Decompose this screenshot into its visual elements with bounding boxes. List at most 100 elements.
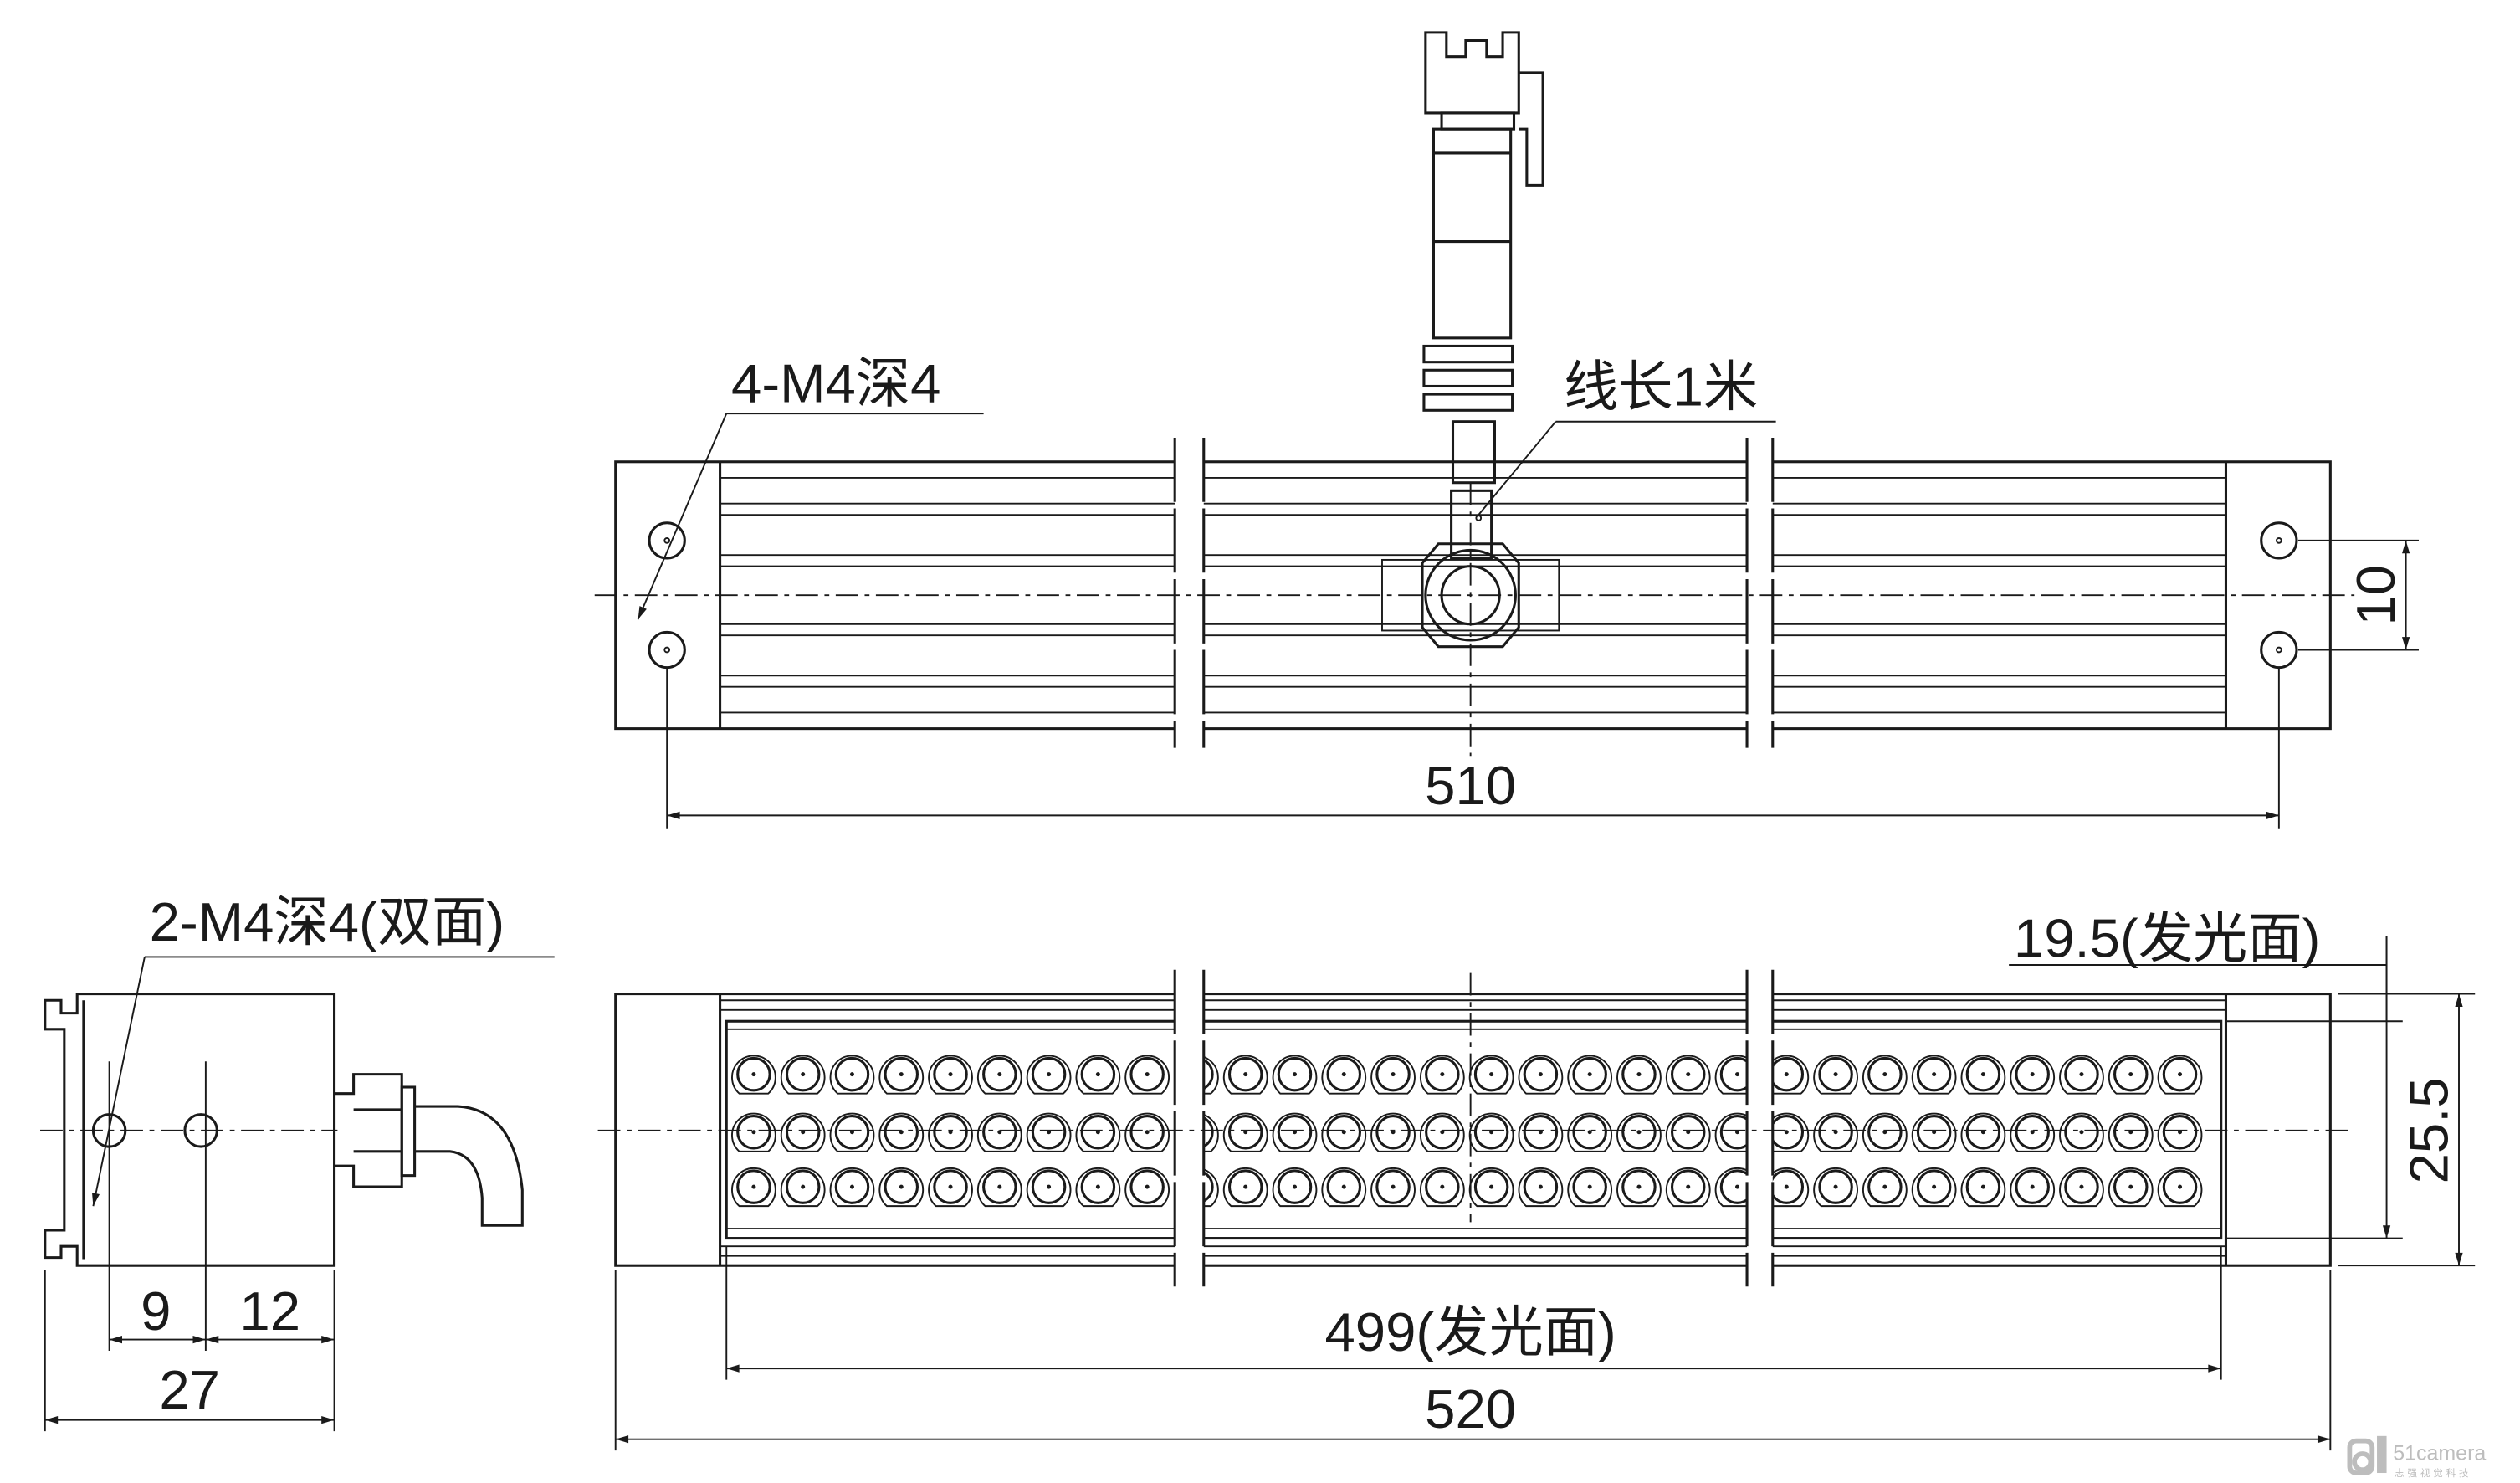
led (2010, 1167, 2056, 1208)
led (2059, 1167, 2104, 1208)
led (1075, 1112, 1121, 1152)
front-view: 499(发光面) 520 25.5 19.5(发光面) (597, 907, 2476, 1451)
watermark-logo: 51camera 志强视觉科技 (2347, 1435, 2486, 1479)
led (878, 1055, 925, 1095)
led (1075, 1167, 1121, 1208)
led (1321, 1055, 1367, 1095)
led (1813, 1112, 1858, 1152)
watermark-brand: 51camera (2393, 1442, 2486, 1465)
led (1960, 1167, 2006, 1208)
dim-9-label: 9 (141, 1280, 171, 1342)
led (1665, 1112, 1711, 1152)
led (2157, 1167, 2203, 1208)
led (1468, 1167, 1514, 1208)
led (1222, 1055, 1268, 1095)
led (1616, 1112, 1662, 1152)
led (1321, 1167, 1367, 1208)
led (2157, 1112, 2203, 1152)
led (1567, 1167, 1613, 1208)
watermark-subtitle: 志强视觉科技 (2395, 1467, 2471, 1479)
cable-gland (1381, 489, 1560, 649)
led (829, 1055, 875, 1095)
led (1862, 1167, 1908, 1208)
led (1222, 1112, 1268, 1152)
dim-25-5-label: 25.5 (2399, 1077, 2460, 1183)
led (1370, 1112, 1416, 1152)
cable-length-callout: 线长1米 (1564, 357, 1758, 418)
led (878, 1167, 925, 1208)
led (1321, 1112, 1367, 1152)
led (1075, 1055, 1121, 1095)
led (2108, 1055, 2154, 1095)
led (1960, 1112, 2006, 1152)
led (780, 1055, 826, 1095)
led (2059, 1112, 2104, 1152)
led (878, 1112, 925, 1152)
led (1222, 1167, 1268, 1208)
led (1911, 1112, 1957, 1152)
led (1370, 1167, 1416, 1208)
led (2108, 1167, 2154, 1208)
hole-callout-side: 2-M4深4(双面) (150, 891, 505, 952)
led (1911, 1167, 1957, 1208)
top-view: 510 10 4-M4深4 线长1米 (594, 31, 2419, 829)
dim-19-5-label: 19.5(发光面) (2014, 907, 2320, 968)
dim-510-label: 510 (1425, 755, 1516, 816)
led (1813, 1055, 1858, 1095)
led (829, 1167, 875, 1208)
led (976, 1167, 1022, 1208)
led (1518, 1055, 1564, 1095)
dim-10-label: 10 (2345, 565, 2406, 626)
led (1419, 1055, 1465, 1095)
led (928, 1055, 973, 1095)
hole-callout-top: 4-M4深4 (731, 353, 940, 414)
led (1026, 1167, 1072, 1208)
led (1272, 1167, 1318, 1208)
dim-12-label: 12 (239, 1280, 300, 1342)
led (1518, 1112, 1564, 1152)
led (2108, 1112, 2154, 1152)
led (976, 1112, 1022, 1152)
led (1026, 1112, 1072, 1152)
led (1665, 1167, 1711, 1208)
led (2157, 1055, 2203, 1095)
led (1911, 1055, 1957, 1095)
led (731, 1055, 776, 1095)
led (780, 1112, 826, 1152)
led (780, 1167, 826, 1208)
led (928, 1112, 973, 1152)
dim-27-label: 27 (159, 1359, 220, 1420)
led (731, 1167, 776, 1208)
led (1419, 1112, 1465, 1152)
led (1862, 1055, 1908, 1095)
led (2010, 1055, 2056, 1095)
connector (1422, 31, 1544, 485)
led (1862, 1112, 1908, 1152)
led (1468, 1112, 1514, 1152)
led (1124, 1055, 1170, 1095)
led (1616, 1055, 1662, 1095)
led (829, 1112, 875, 1152)
led (1567, 1112, 1613, 1152)
led (1468, 1055, 1514, 1095)
led (1272, 1112, 1318, 1152)
led (1026, 1055, 1072, 1095)
led (1567, 1055, 1613, 1095)
led (1616, 1167, 1662, 1208)
led (928, 1167, 973, 1208)
led (1518, 1167, 1564, 1208)
led (2010, 1112, 2056, 1152)
dim-520-label: 520 (1425, 1378, 1516, 1439)
dim-499-label: 499(发光面) (1324, 1301, 1616, 1362)
led (1124, 1112, 1170, 1152)
led (976, 1055, 1022, 1095)
led (2059, 1055, 2104, 1095)
led (1124, 1167, 1170, 1208)
led (1813, 1167, 1858, 1208)
led (731, 1112, 776, 1152)
led (1370, 1055, 1416, 1095)
led (1272, 1055, 1318, 1095)
led (1960, 1055, 2006, 1095)
led (1419, 1167, 1465, 1208)
